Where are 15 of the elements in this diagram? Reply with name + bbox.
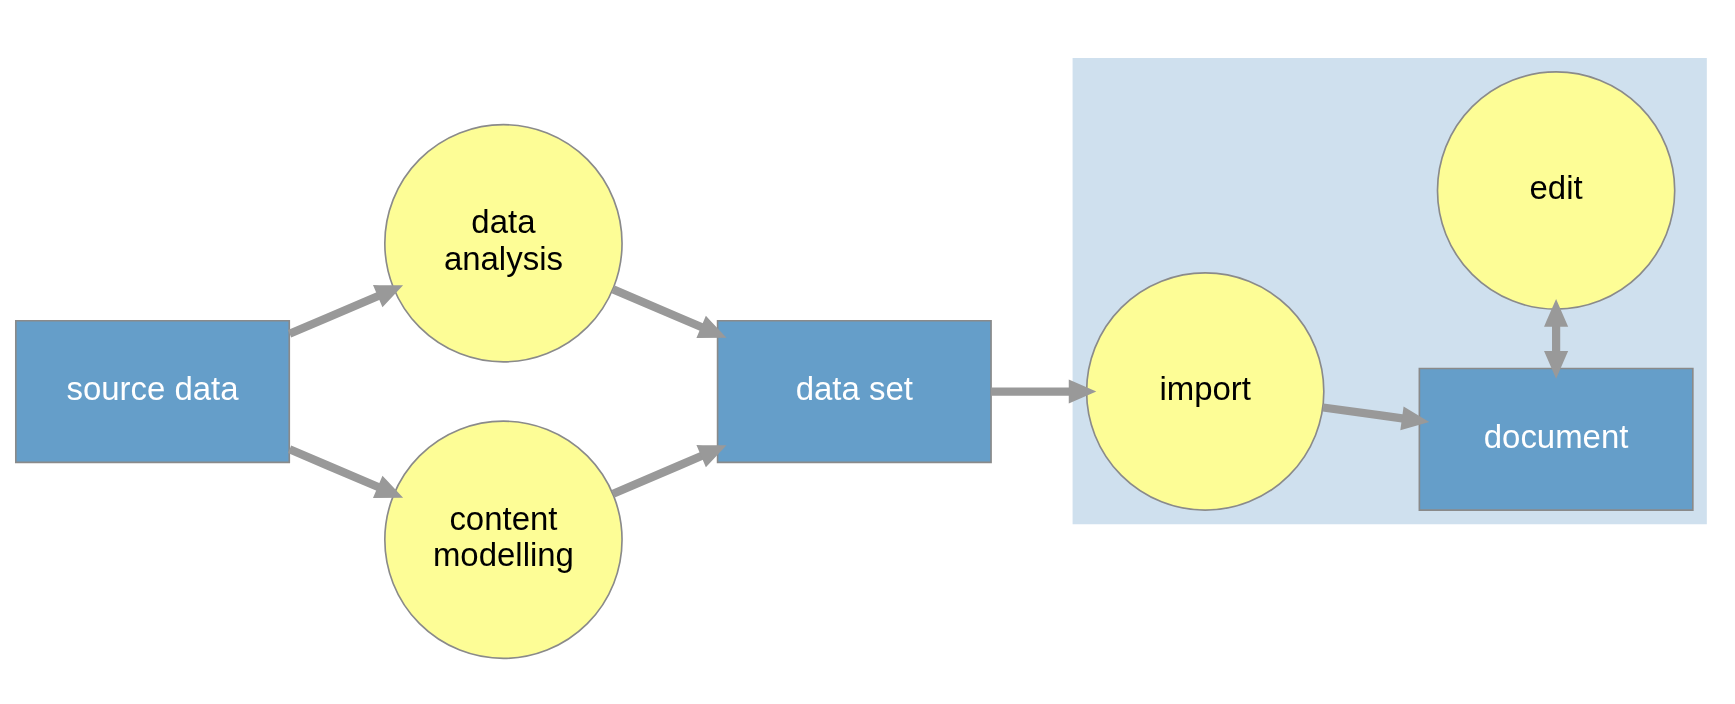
arrow xyxy=(611,445,727,498)
arrow xyxy=(991,379,1097,404)
node-box: document xyxy=(1418,367,1694,511)
arrow xyxy=(287,285,404,338)
arrow xyxy=(611,285,727,338)
node-circle: import xyxy=(1085,272,1325,511)
node-circle: content modelling xyxy=(384,420,623,660)
node-circle: data analysis xyxy=(384,123,623,363)
cluster xyxy=(1072,57,1707,525)
arrow xyxy=(287,445,404,498)
node-box: source data xyxy=(15,319,291,464)
node-circle: edit xyxy=(1436,71,1676,310)
node-box: data set xyxy=(716,319,992,464)
arrow xyxy=(1544,299,1569,379)
arrow xyxy=(1322,403,1430,431)
